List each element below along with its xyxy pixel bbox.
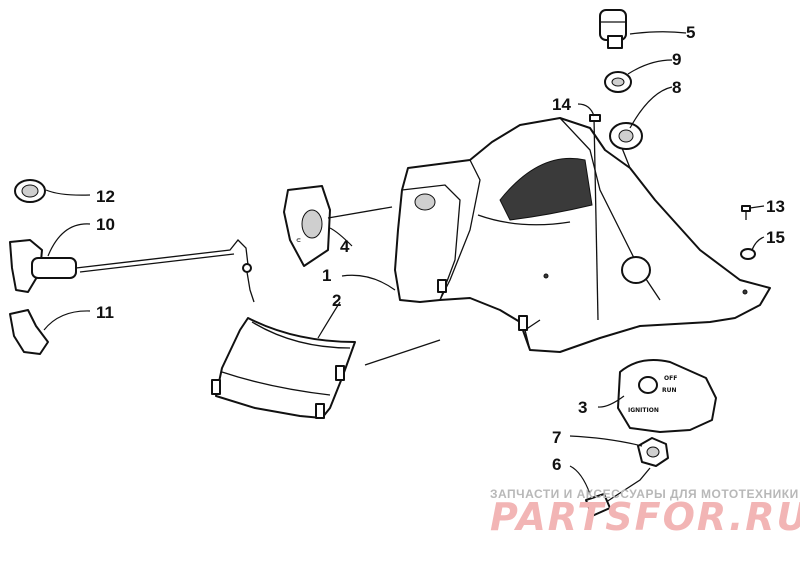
callout-11: 11 bbox=[96, 303, 114, 322]
callout-6: 6 bbox=[552, 455, 561, 474]
callout-13: 13 bbox=[766, 197, 785, 216]
leader-lines bbox=[43, 31, 765, 495]
watermark-subtitle: ЗАПЧАСТИ И АКСЕССУАРЫ ДЛЯ МОТОТЕХНИКИ bbox=[490, 487, 799, 501]
callout-7: 7 bbox=[552, 428, 561, 447]
callout-15: 15 bbox=[766, 228, 785, 247]
callout-5: 5 bbox=[686, 23, 695, 42]
lower-cover bbox=[211, 317, 441, 419]
callout-labels: 1 2 3 4 5 6 7 8 9 10 11 12 13 14 15 bbox=[96, 23, 785, 474]
console-housing bbox=[394, 117, 771, 353]
lever-assembly bbox=[9, 179, 255, 355]
ignition-switch-plate: OFF RUN IGNITION bbox=[617, 359, 717, 433]
switch-ignition-label: IGNITION bbox=[628, 407, 659, 414]
callout-10: 10 bbox=[96, 215, 115, 234]
switch-knob-stack bbox=[599, 9, 643, 169]
fasteners bbox=[589, 114, 756, 321]
switch-run-label: RUN bbox=[662, 387, 677, 394]
callout-3: 3 bbox=[578, 398, 587, 417]
watermark-brand: PARTSFOR.RU bbox=[490, 495, 800, 539]
mounting-plate: ⊂ bbox=[283, 185, 393, 267]
callout-8: 8 bbox=[672, 78, 681, 97]
callout-14: 14 bbox=[552, 95, 571, 114]
svg-text:⊂: ⊂ bbox=[296, 237, 301, 244]
callout-2: 2 bbox=[332, 291, 341, 310]
callout-9: 9 bbox=[672, 50, 681, 69]
switch-off-label: OFF bbox=[664, 375, 677, 382]
callout-4: 4 bbox=[340, 237, 350, 256]
callout-12: 12 bbox=[96, 187, 115, 206]
nut-and-key bbox=[585, 437, 669, 517]
callout-1: 1 bbox=[322, 266, 331, 285]
watermark: ЗАПЧАСТИ И АКСЕССУАРЫ ДЛЯ МОТОТЕХНИКИ PA… bbox=[490, 487, 800, 539]
